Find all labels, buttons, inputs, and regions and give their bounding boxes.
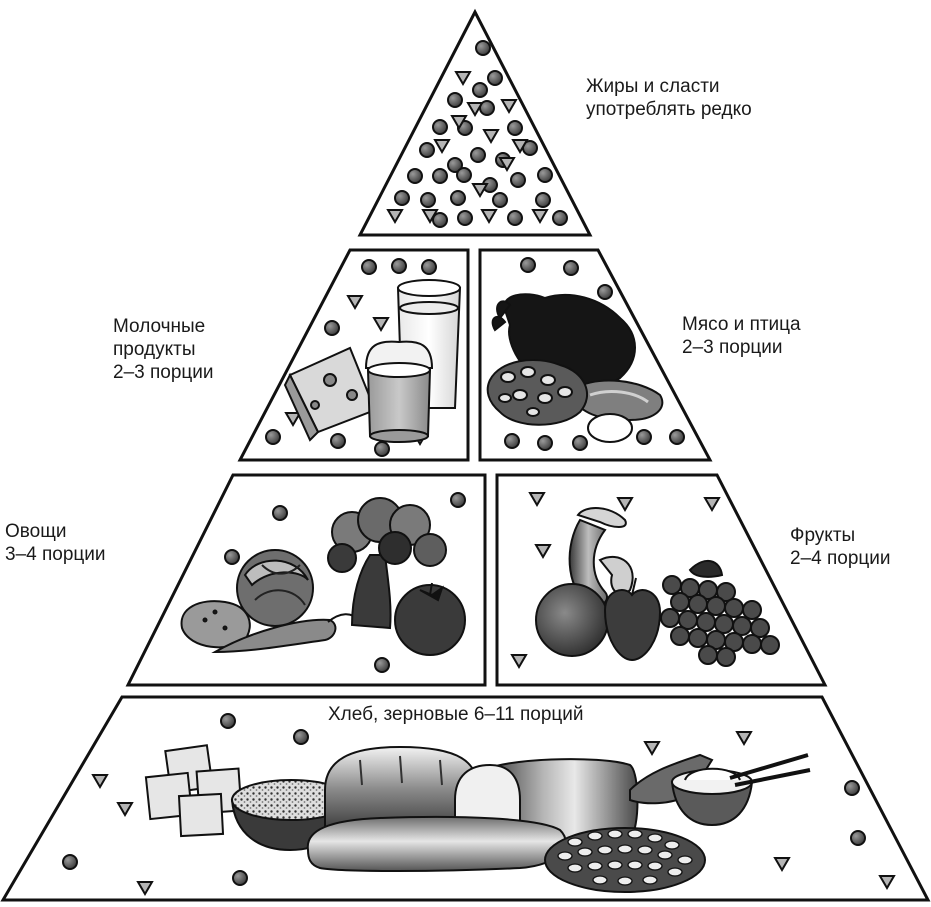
cabbage-icon — [237, 550, 313, 626]
label-fruits-line2: 2–4 порции — [790, 547, 891, 570]
yogurt-cup-icon — [366, 342, 432, 442]
label-vegetables-line2: 3–4 порции — [5, 543, 106, 566]
tier-fats-frame — [360, 12, 590, 235]
label-grains: Хлеб, зерновые 6–11 порций — [328, 703, 584, 726]
egg-icon — [588, 414, 632, 442]
meat-pile — [488, 360, 587, 425]
label-meat-line2: 2–3 порции — [682, 336, 801, 359]
label-vegetables: Овощи 3–4 порции — [5, 520, 106, 566]
baguette-icon — [308, 817, 566, 871]
label-fats-line1: Жиры и сласти — [586, 75, 752, 98]
label-dairy: Молочные продукты 2–3 порции — [113, 315, 214, 384]
label-dairy-line3: 2–3 порции — [113, 361, 214, 384]
pasta-plate-icon — [545, 828, 705, 892]
label-meat-line1: Мясо и птица — [682, 313, 801, 336]
label-meat: Мясо и птица 2–3 порции — [682, 313, 801, 359]
label-fats-line2: употреблять редко — [586, 98, 752, 121]
tier-fruits-frame — [497, 475, 825, 685]
tomato-icon — [395, 583, 465, 655]
orange-icon — [536, 584, 608, 656]
label-fats: Жиры и сласти употреблять редко — [586, 75, 752, 121]
label-fruits-line1: Фрукты — [790, 524, 891, 547]
label-dairy-line2: продукты — [113, 338, 214, 361]
label-grains-line1: Хлеб, зерновые 6–11 порций — [328, 703, 584, 726]
label-vegetables-line1: Овощи — [5, 520, 106, 543]
label-dairy-line1: Молочные — [113, 315, 214, 338]
label-fruits: Фрукты 2–4 порции — [790, 524, 891, 570]
